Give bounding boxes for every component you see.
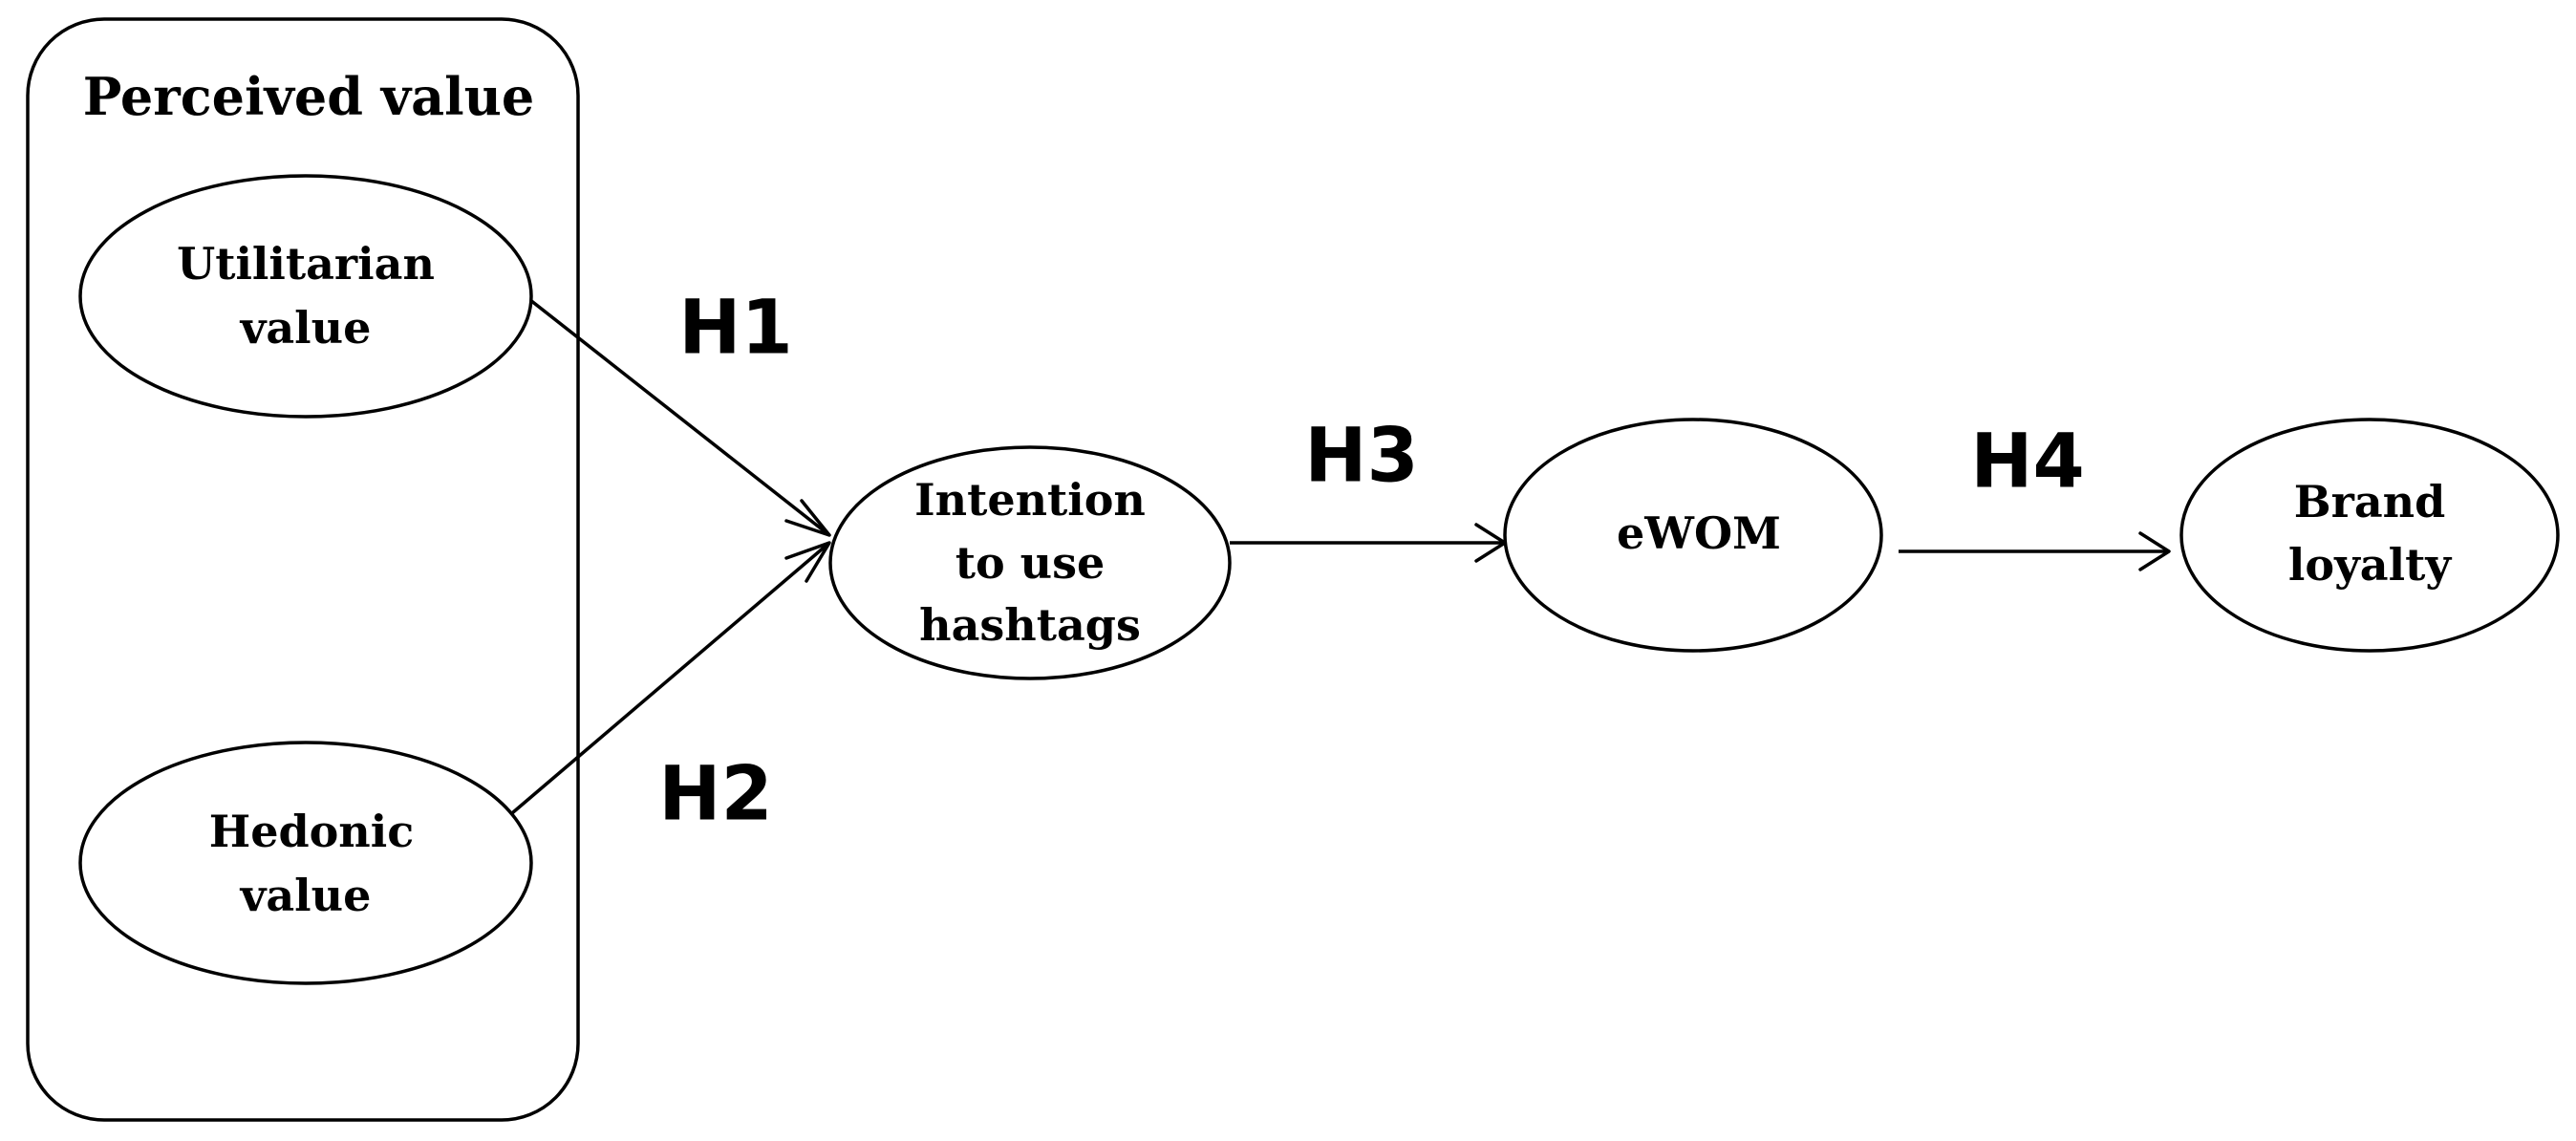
hedonic-value-line-1: Hedonic <box>209 806 415 857</box>
perceived-value-label: Perceived value <box>83 66 535 127</box>
ewom-ellipse <box>1503 418 1883 653</box>
brand-loyalty-line-2: loyalty <box>2288 539 2452 591</box>
edge-h2-label: H2 <box>658 751 773 837</box>
edge-h2-arrowhead <box>784 541 831 583</box>
edge-h3: H3 <box>1230 413 1507 563</box>
node-ewom: eWOM <box>1503 418 1883 653</box>
intention-ellipse <box>828 445 1232 680</box>
hedonic-value-line-2: value <box>240 870 372 921</box>
node-hedonic-value: Hedonic value <box>78 741 533 985</box>
perceived-value-box <box>26 17 580 1122</box>
node-intention-to-use-hashtags: Intention to use hashtags <box>828 445 1232 680</box>
edge-h4-label: H4 <box>1970 419 2085 505</box>
perceived-value-group: Perceived value <box>26 17 580 1122</box>
utilitarian-value-line-1: Utilitarian <box>177 238 435 290</box>
hedonic-value-ellipse <box>78 741 533 985</box>
edge-h2: H2 <box>504 541 831 837</box>
node-brand-loyalty: Brand loyalty <box>2179 418 2560 653</box>
node-utilitarian-value: Utilitarian value <box>78 174 533 419</box>
ewom-line-1: eWOM <box>1617 507 1781 559</box>
edge-h1-arrowhead <box>784 499 831 537</box>
edge-h4: H4 <box>1899 419 2171 571</box>
utilitarian-value-ellipse <box>78 174 533 419</box>
utilitarian-value-line-2: value <box>240 302 372 354</box>
edge-h1-label: H1 <box>678 285 793 371</box>
intention-line-2: to use <box>955 537 1106 589</box>
edge-h2-line <box>504 541 831 820</box>
edge-h3-label: H3 <box>1304 413 1419 499</box>
brand-loyalty-ellipse <box>2179 418 2560 653</box>
brand-loyalty-line-1: Brand <box>2294 476 2446 527</box>
edge-h1-line <box>528 298 831 537</box>
edge-h1: H1 <box>528 285 831 537</box>
edge-h4-arrowhead <box>2138 531 2171 571</box>
intention-line-1: Intention <box>914 474 1146 526</box>
intention-line-3: hashtags <box>919 599 1141 651</box>
